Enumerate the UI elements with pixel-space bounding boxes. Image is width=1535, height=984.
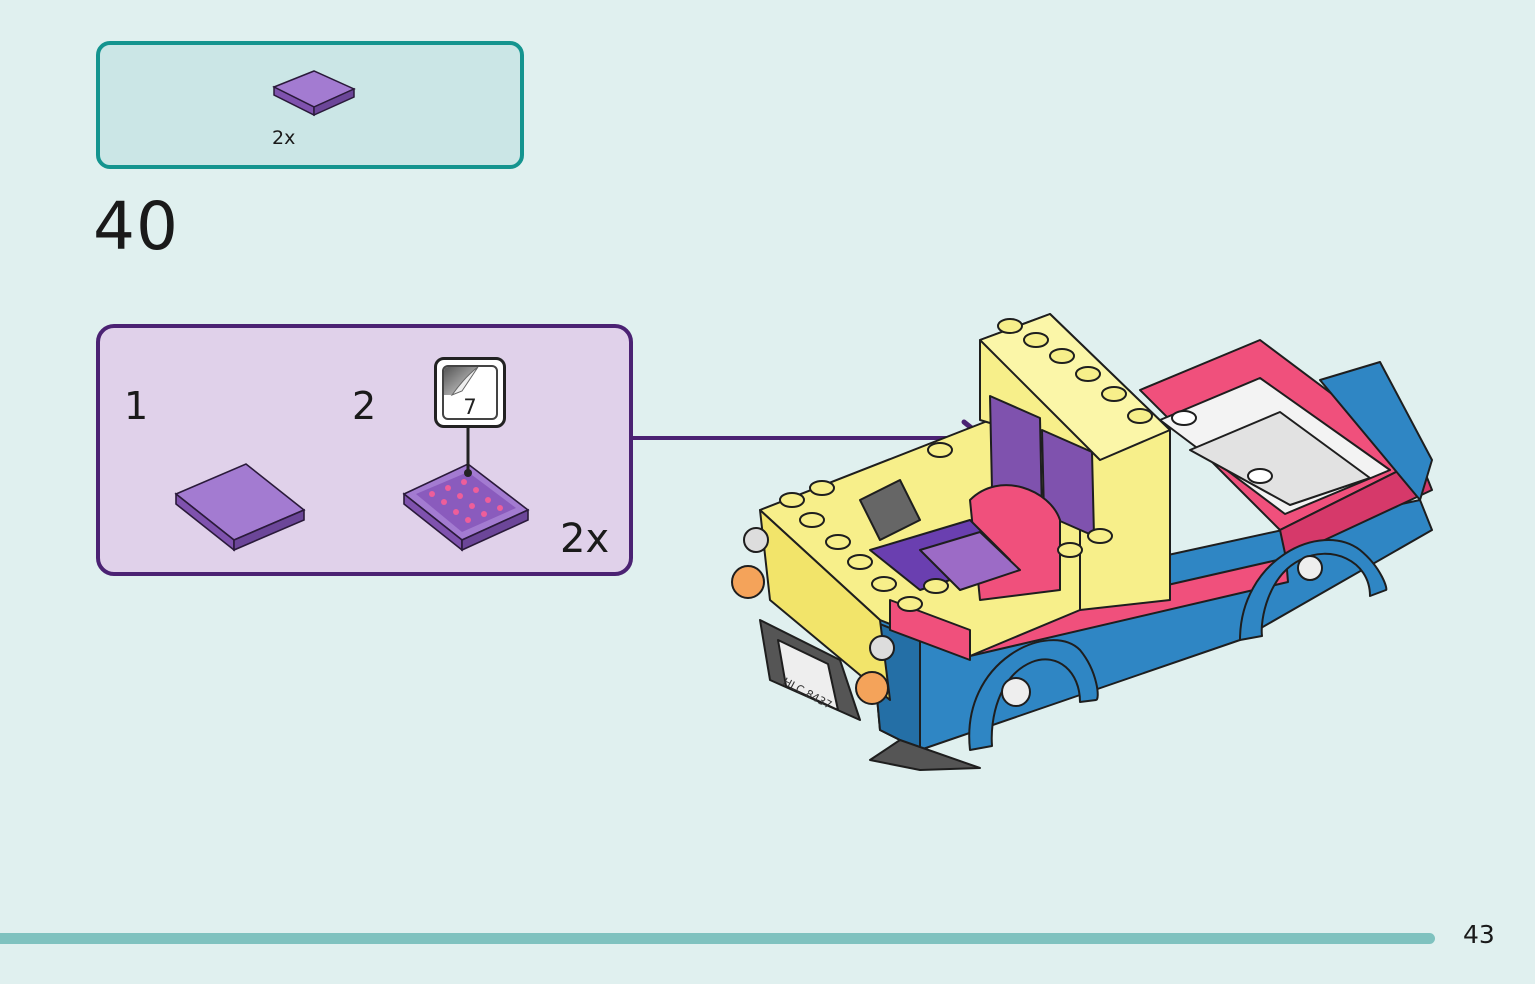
sticker-number: 7	[463, 395, 477, 419]
sticker-sheet: 7	[442, 365, 498, 420]
car-model-illustration: HLC 8437	[731, 313, 1433, 771]
sticker-peel-icon	[444, 367, 479, 397]
parts-quantity: 2x	[272, 127, 296, 149]
subassembly-quantity: 2x	[560, 516, 610, 562]
page-number: 43	[1463, 920, 1495, 949]
step-number: 40	[93, 188, 179, 265]
parts-list-box: 2x	[96, 41, 524, 169]
sticker-reference-tag: 7	[434, 357, 506, 428]
purple-tile-2x2-icon	[272, 70, 356, 117]
substep-1-label: 1	[124, 384, 149, 428]
purple-tile-with-sticker-icon	[402, 463, 530, 552]
substep-2-label: 2	[352, 384, 377, 428]
subassembly-box: 1 2	[96, 324, 633, 576]
purple-tile-plain-icon	[174, 463, 306, 552]
sticker-pointer-line	[464, 428, 472, 477]
page-progress-bar	[0, 933, 1435, 944]
